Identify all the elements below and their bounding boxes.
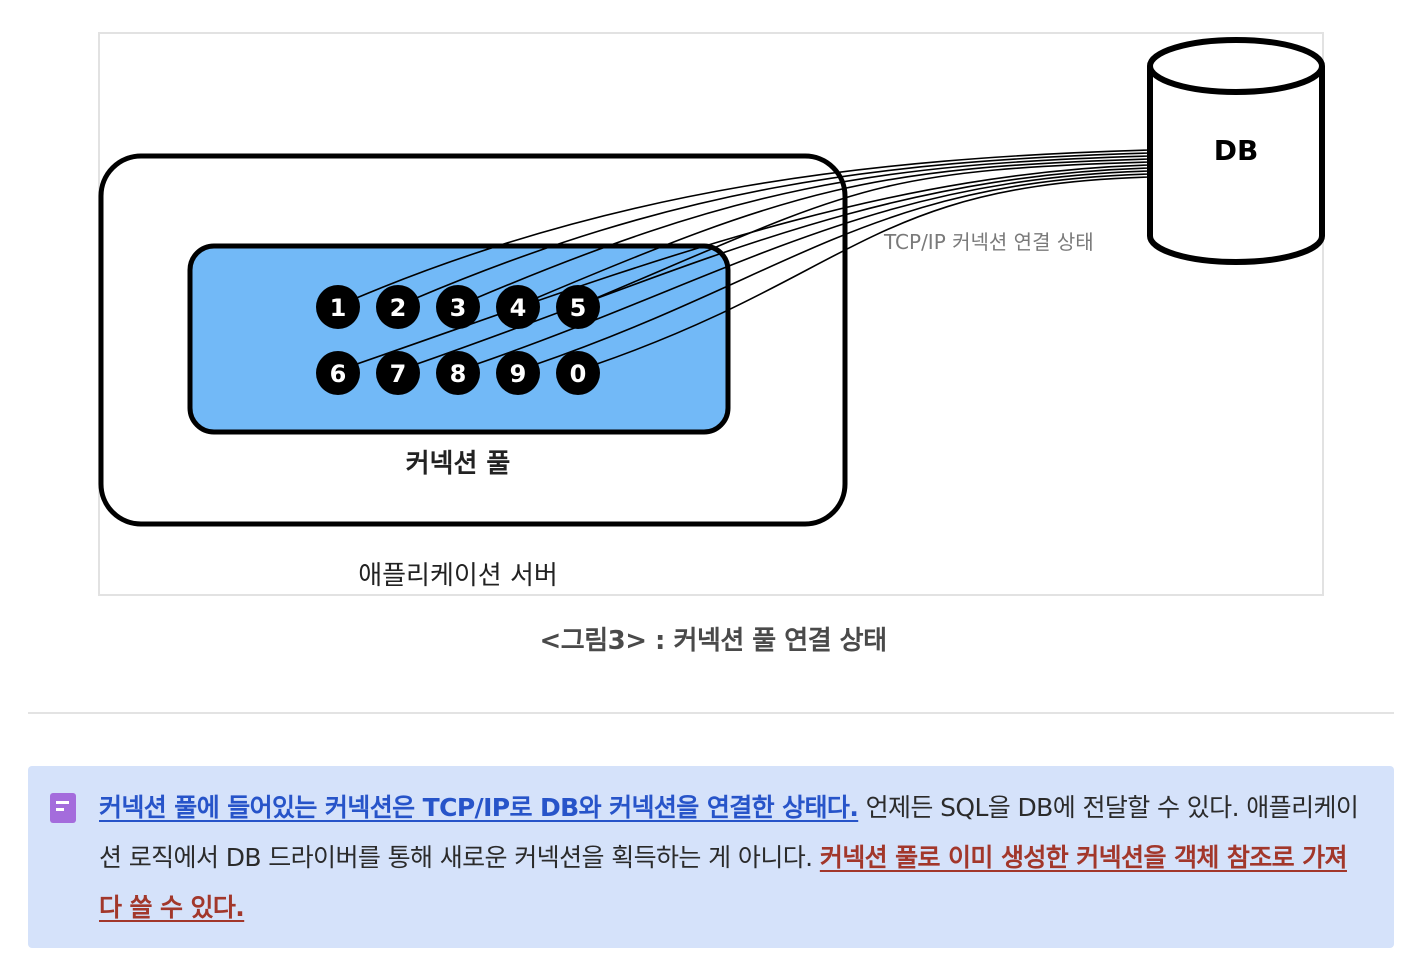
connection-number: 8 [450, 360, 467, 388]
connection-number: 7 [390, 360, 407, 388]
connection-circle: 2 [376, 285, 420, 329]
connection-line [413, 152, 1151, 300]
connection-line [593, 161, 1151, 300]
connection-circle-shape [496, 351, 540, 395]
callout-highlight-blue: 커넥션 풀에 들어있는 커넥션은 TCP/IP로 DB와 커넥션을 연결한 상태… [99, 793, 859, 822]
connection-circle: 1 [316, 285, 360, 329]
connection-circle-shape [376, 351, 420, 395]
connection-number: 6 [330, 360, 347, 388]
pool-label: 커넥션 풀 [406, 449, 511, 479]
connection-circle: 8 [436, 351, 480, 395]
connection-circle-shape [496, 285, 540, 329]
connection-circle-shape [556, 285, 600, 329]
connection-circle: 7 [376, 351, 420, 395]
callout-box: 커넥션 풀에 들어있는 커넥션은 TCP/IP로 DB와 커넥션을 연결한 상태… [28, 766, 1394, 948]
connection-pool-diagram: 1 2 3 4 5 6 7 8 9 0 DB TCP/IP 커넥션 연결 상태 커넥션 풀 애플리… [98, 37, 1325, 591]
memo-icon [50, 793, 76, 823]
connection-circle-shape [556, 351, 600, 395]
figure-caption: <그림3> : 커넥션 풀 연결 상태 [539, 626, 887, 656]
connection-number: 0 [570, 360, 587, 388]
connection-circle-shape [316, 285, 360, 329]
connection-number: 1 [330, 294, 347, 322]
connection-line [473, 155, 1151, 300]
callout-highlight-red: 커넥션 풀로 이미 생성한 커넥션을 객체 참조로 가져다 쓸 수 있다. [99, 843, 1348, 922]
connection-circle-shape [436, 285, 480, 329]
connection-line [353, 149, 1151, 300]
connection-circle: 9 [496, 351, 540, 395]
connection-number: 9 [510, 360, 527, 388]
connection-circle: 5 [556, 285, 600, 329]
connection-circle: 4 [496, 285, 540, 329]
connection-number: 2 [390, 294, 407, 322]
connection-circle: 3 [436, 285, 480, 329]
connection-line [533, 173, 1151, 366]
connection-circle: 6 [316, 351, 360, 395]
connection-circle-shape [376, 285, 420, 329]
connection-circle: 0 [556, 351, 600, 395]
connection-number: 4 [510, 294, 527, 322]
divider [28, 712, 1394, 714]
connection-line [593, 176, 1151, 366]
server-label: 애플리케이션 서버 [358, 561, 558, 591]
callout-body: 언제든 SQL을 DB에 전달할 수 있다. 애플리케이션 로직에서 DB 드라… [99, 793, 1359, 872]
callout-text: 커넥션 풀에 들어있는 커넥션은 TCP/IP로 DB와 커넥션을 연결한 상태… [99, 783, 1369, 933]
connection-circle-shape [436, 351, 480, 395]
pool-box [187, 243, 731, 435]
db-cylinder-icon [1147, 37, 1325, 265]
connection-number: 3 [450, 294, 467, 322]
tcp-connection-label: TCP/IP 커넥션 연결 상태 [883, 230, 1094, 254]
connection-circles: 1 2 3 4 5 6 7 8 9 0 [316, 285, 600, 395]
connection-circle-shape [316, 351, 360, 395]
connection-number: 5 [570, 294, 587, 322]
connection-line [533, 158, 1151, 300]
db-label: DB [1214, 134, 1259, 167]
